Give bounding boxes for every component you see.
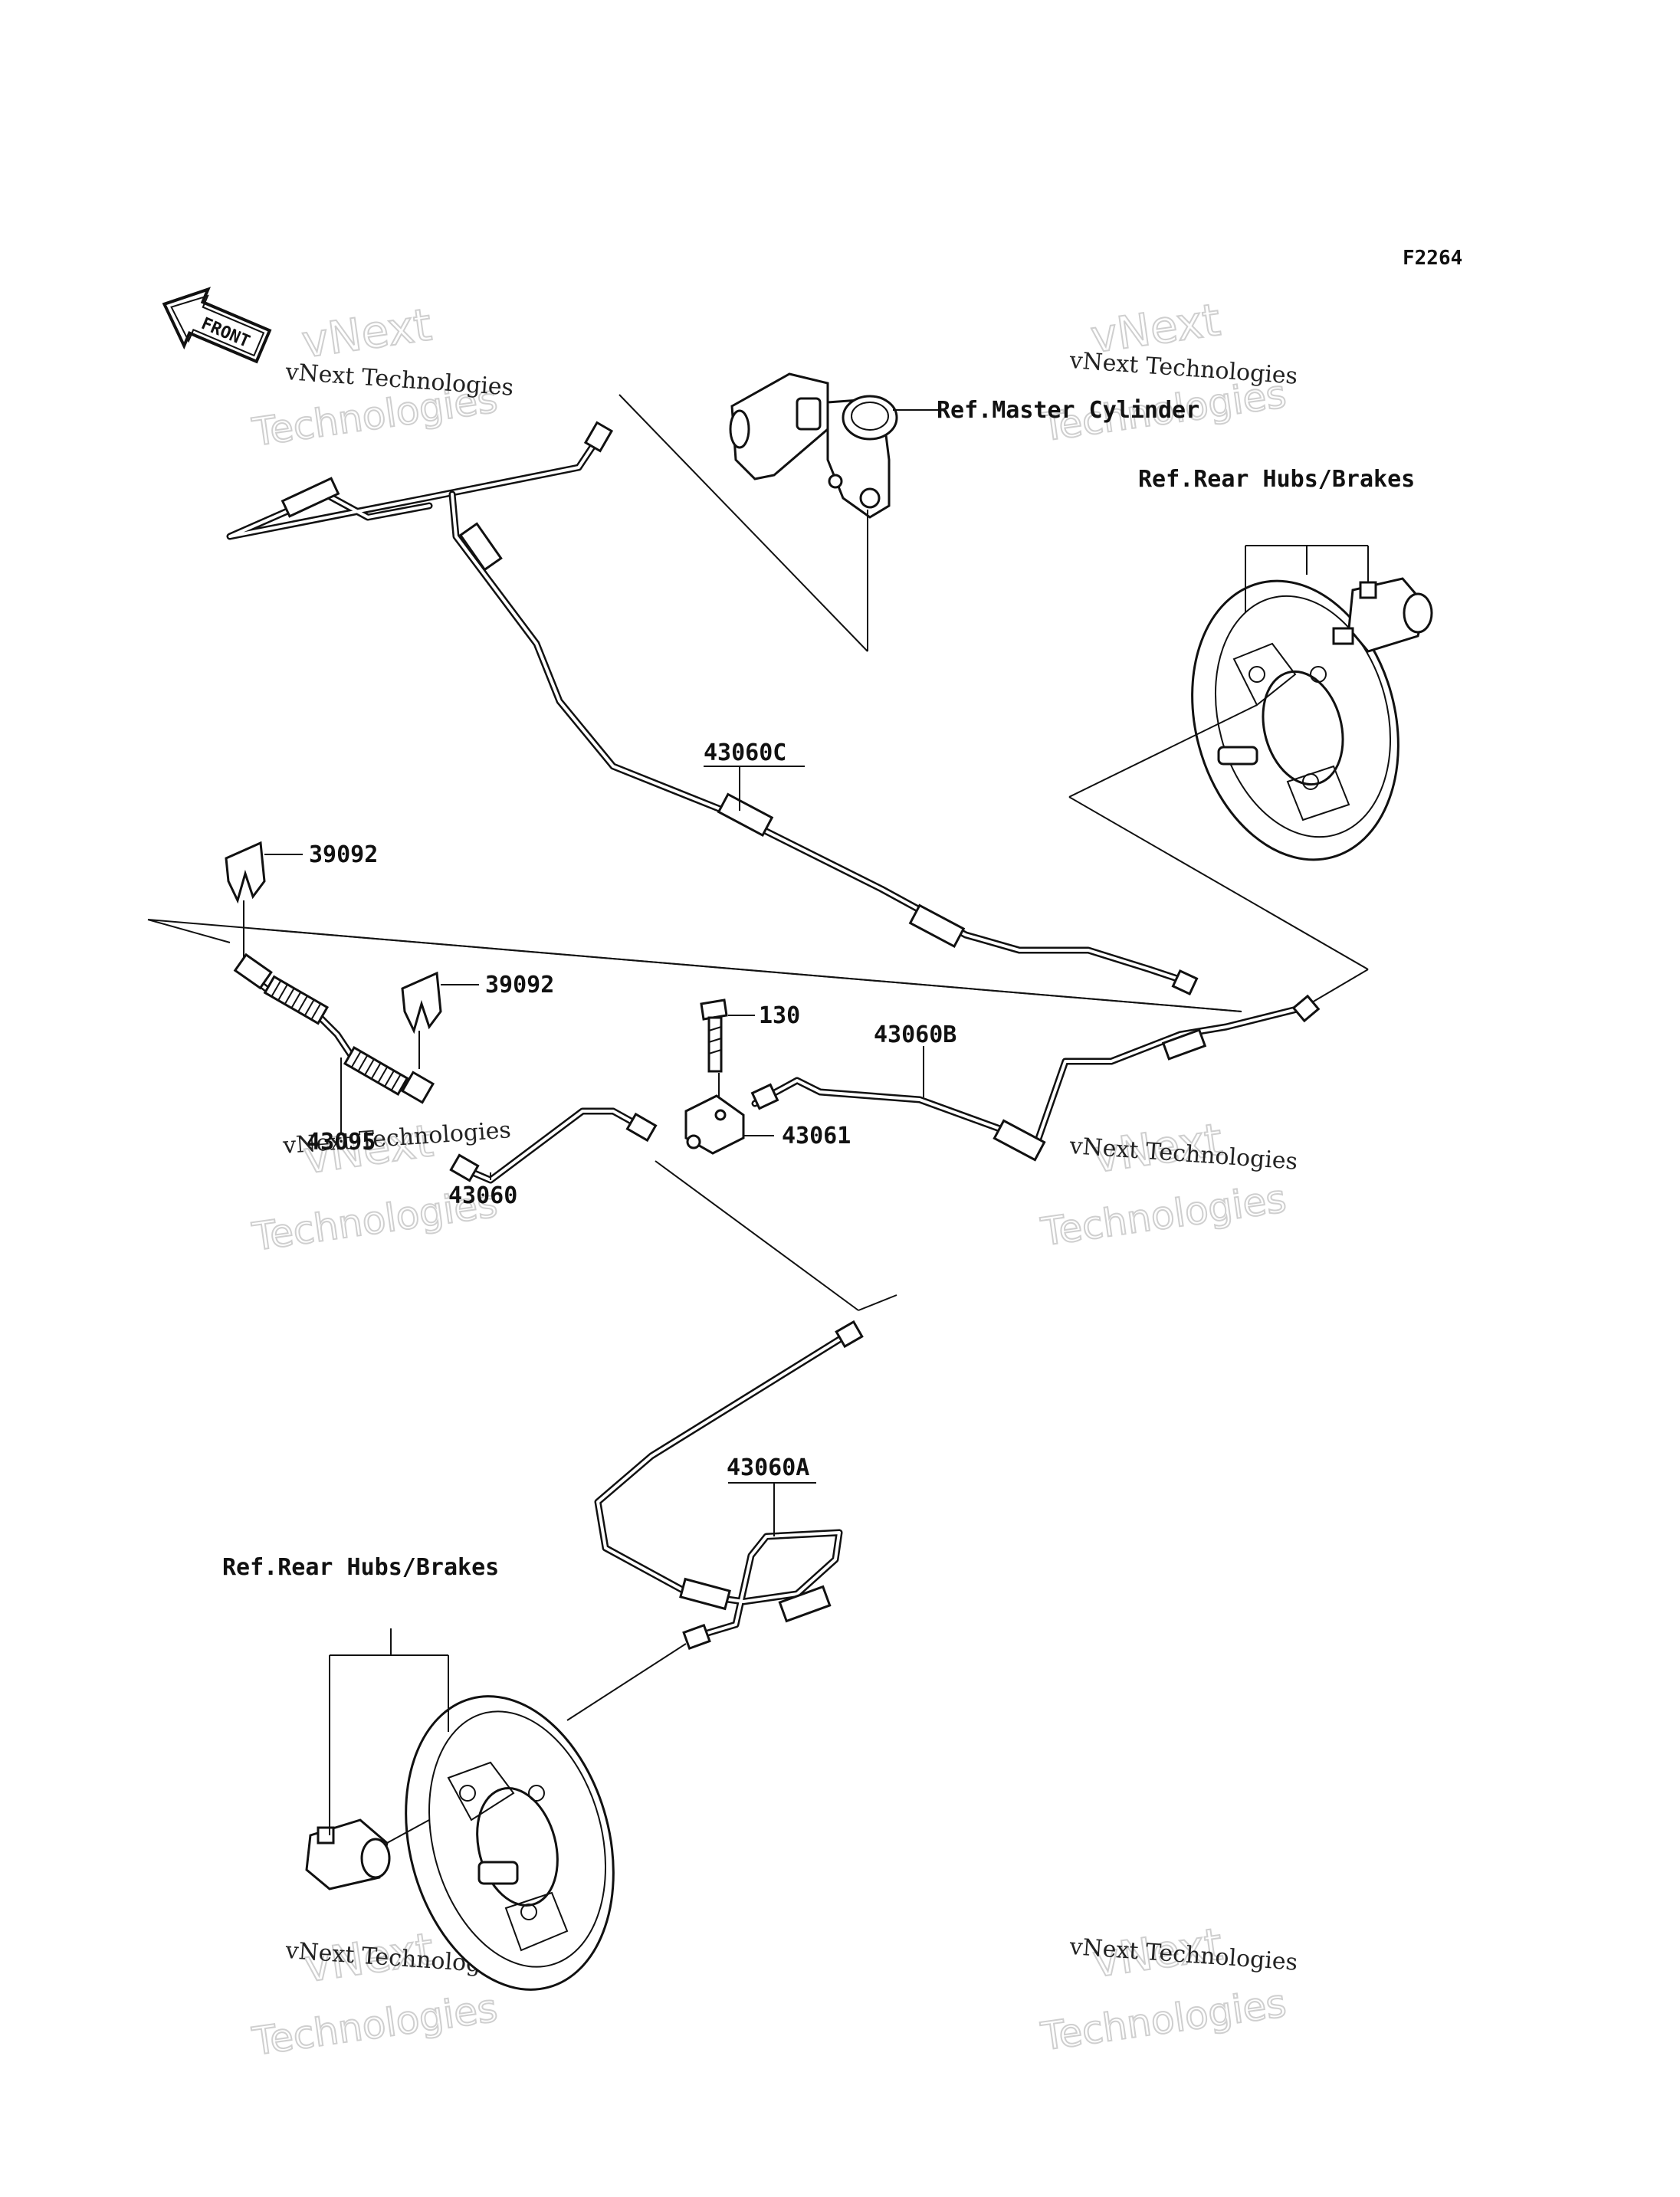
label-master-cylinder: Ref.Master Cylinder	[937, 397, 1199, 424]
brake-pipe-43060A	[594, 1320, 864, 1651]
figure-code: F2264	[1403, 247, 1462, 270]
brake-pipe-43060B	[750, 994, 1321, 1162]
rear-brake-drum-bottom	[405, 1695, 615, 1991]
watermark-text-tr: vNext Technologies	[1068, 347, 1298, 390]
label-43061: 43061	[782, 1123, 851, 1149]
svg-text:Technologies: Technologies	[1039, 1176, 1289, 1254]
front-arrow-icon: FRONT	[162, 287, 272, 364]
label-39092-a: 39092	[309, 841, 378, 868]
master-cylinder	[729, 372, 898, 519]
svg-text:vNext: vNext	[299, 298, 435, 368]
clip-39092-b	[401, 971, 442, 1035]
label-43060A: 43060A	[727, 1454, 809, 1481]
label-39092-b: 39092	[485, 972, 554, 998]
label-130: 130	[759, 1002, 800, 1029]
label-rear-hubs-bottom: Ref.Rear Hubs/Brakes	[222, 1554, 499, 1581]
wheel-cylinder-bottom	[305, 1818, 430, 1890]
label-43060C: 43060C	[704, 739, 786, 766]
rear-brake-drum-top	[1191, 579, 1399, 861]
label-43060: 43060	[448, 1182, 517, 1209]
svg-text:Technologies: Technologies	[1039, 1981, 1289, 2059]
junction-block-43061	[684, 1094, 745, 1155]
brake-hose-43095	[233, 953, 435, 1104]
brake-pipe-43060C	[226, 421, 1199, 996]
label-rear-hubs-top: Ref.Rear Hubs/Brakes	[1138, 466, 1415, 493]
label-43095: 43095	[307, 1129, 376, 1156]
watermark-mid-right: vNext Technologies	[1038, 1113, 1290, 1255]
wheel-cylinder-top	[1332, 577, 1433, 653]
clip-39092-a	[225, 841, 266, 904]
svg-text:Technologies: Technologies	[249, 1985, 500, 2064]
watermark-bottom-right: vNext Technologies	[1038, 1917, 1290, 2060]
brake-pipe-43060	[449, 1107, 658, 1184]
label-43060B: 43060B	[874, 1021, 956, 1048]
bolt-130	[700, 998, 728, 1073]
